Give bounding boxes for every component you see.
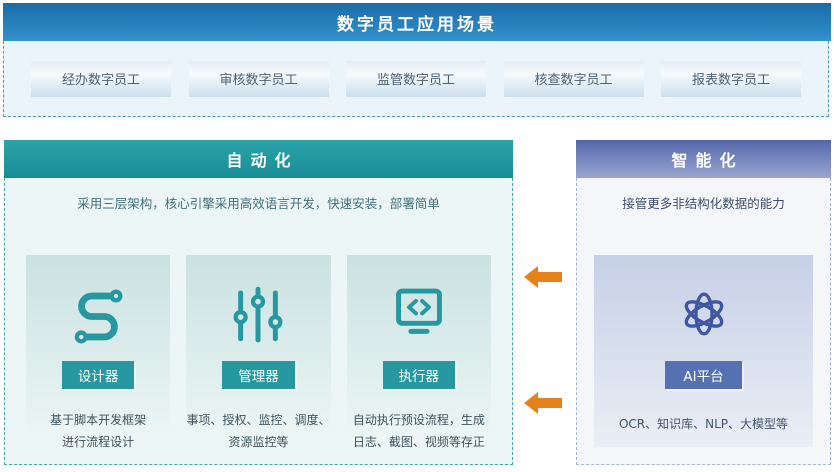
banner-title-bar: 数字员工应用场景: [3, 3, 831, 41]
page-title: 数字员工应用场景: [337, 14, 497, 35]
executor-desc-line1: 自动执行预设流程，生成: [352, 413, 485, 427]
intelligence-subtitle: 接管更多非结构化数据的能力: [622, 196, 785, 211]
atom-icon: [684, 292, 723, 336]
manager-desc-line1: 事项、授权、监控、调度、: [186, 413, 331, 427]
scenario-button-hecha[interactable]: 核查数字员工: [503, 60, 644, 97]
manager-card: 管理器 事项、授权、监控、调度、 资源监控等: [186, 255, 331, 449]
scenario-button-jianguan[interactable]: 监管数字员工: [346, 60, 486, 97]
executor-desc-line2: 日志、截图、视频等存正: [352, 435, 485, 450]
automation-cards: 设计器 基于脚本开发框架 进行流程设计: [26, 255, 491, 449]
automation-subtitle: 采用三层架构，核心引擎采用高效语言开发，快速安装，部署简单: [77, 196, 440, 211]
ai-platform-desc: OCR、知识库、NLP、大模型等: [618, 417, 789, 431]
arrow-left-icon: [524, 392, 562, 414]
scenario-strip: 经办数字员工 审核数字员工 监管数字员工 核查数字员工 报表数字员工: [3, 41, 829, 117]
designer-flow-icon: [74, 289, 123, 344]
code-monitor-icon: [395, 288, 442, 334]
sliders-icon: [233, 286, 283, 343]
intelligence-title: 智能化: [671, 151, 744, 170]
automation-body: 采用三层架构，核心引擎采用高效语言开发，快速安装，部署简单 设计器 基于脚本开发…: [4, 178, 513, 465]
automation-panel: 自动化 采用三层架构，核心引擎采用高效语言开发，快速安装，部署简单 设计器 基于…: [4, 140, 513, 465]
intelligence-header: 智能化: [576, 140, 831, 178]
manager-desc: 事项、授权、监控、调度、 资源监控等: [186, 409, 330, 453]
scenario-button-jingban[interactable]: 经办数字员工: [31, 60, 171, 97]
manager-desc-line2: 资源监控等: [228, 435, 289, 450]
scenario-button-shenhe[interactable]: 审核数字员工: [188, 60, 329, 97]
manager-chip[interactable]: 管理器: [222, 361, 295, 389]
designer-desc: 基于脚本开发框架 进行流程设计: [50, 409, 146, 453]
scenario-button-baobiao[interactable]: 报表数字员工: [661, 60, 801, 97]
ai-platform-card: AI平台 OCR、知识库、NLP、大模型等: [594, 255, 813, 447]
designer-card: 设计器 基于脚本开发框架 进行流程设计: [26, 255, 171, 449]
automation-header: 自动化: [4, 140, 513, 178]
designer-desc-line2: 进行流程设计: [62, 435, 135, 450]
executor-card: 执行器 自动执行预设流程，生成 日志、截图、视频等存正: [346, 255, 491, 449]
automation-title: 自动化: [226, 151, 299, 170]
intelligence-body: 接管更多非结构化数据的能力 AI平台 OCR、知识库、NLP、大模型等: [576, 178, 831, 465]
executor-desc: 自动执行预设流程，生成 日志、截图、视频等存正: [353, 409, 485, 453]
ai-platform-chip[interactable]: AI平台: [665, 361, 742, 389]
designer-desc-line1: 基于脚本开发框架: [50, 413, 147, 427]
intelligence-panel: 智能化 接管更多非结构化数据的能力 AI平台 OCR、知识库、NLP、大模型等: [576, 140, 831, 465]
designer-chip[interactable]: 设计器: [61, 361, 135, 389]
arrow-left-icon: [524, 266, 562, 288]
executor-chip[interactable]: 执行器: [382, 361, 456, 389]
